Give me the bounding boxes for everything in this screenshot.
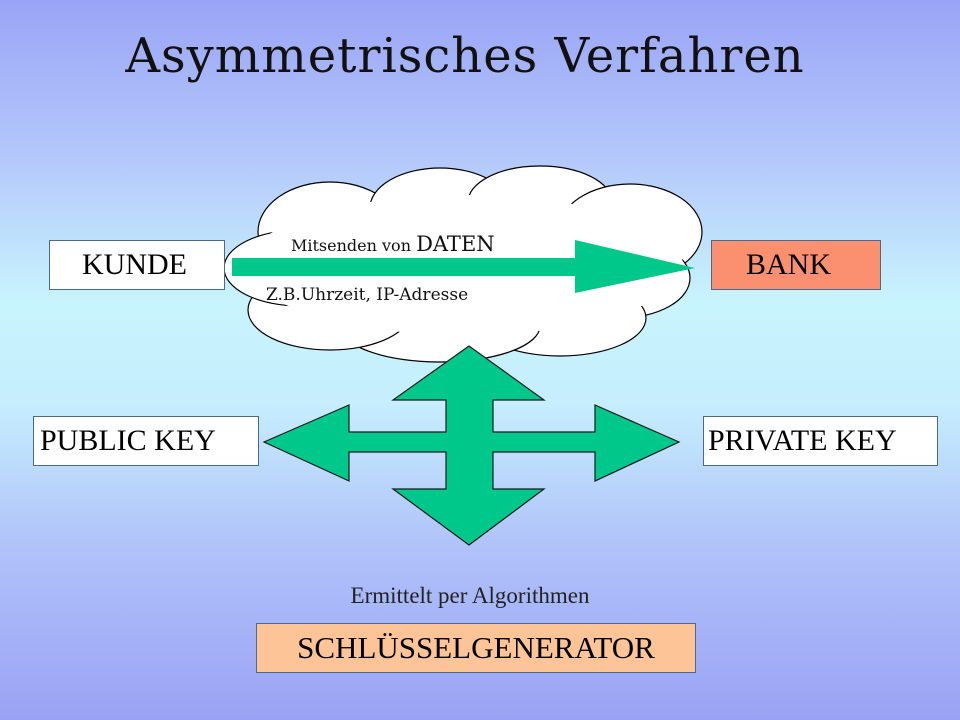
data-transfer-arrow xyxy=(232,240,695,293)
bank-box: BANK xyxy=(711,240,881,290)
cloud-text-daten: DATEN xyxy=(416,232,495,256)
cloud-text-examples: Z.B.Uhrzeit, IP-Adresse xyxy=(266,285,469,305)
algorithm-caption: Ermittelt per Algorithmen xyxy=(350,583,590,608)
key-generator-box: SCHLÜSSELGENERATOR xyxy=(256,623,696,673)
private-key-box: PRIVATE KEY xyxy=(703,416,938,466)
cloud-text-data: Mitsenden von DATEN xyxy=(291,232,495,256)
public-key-box: PUBLIC KEY xyxy=(33,416,259,466)
four-way-arrow xyxy=(262,345,681,546)
page-title: Asymmetrisches Verfahren xyxy=(125,28,805,84)
kunde-box: KUNDE xyxy=(49,240,225,290)
